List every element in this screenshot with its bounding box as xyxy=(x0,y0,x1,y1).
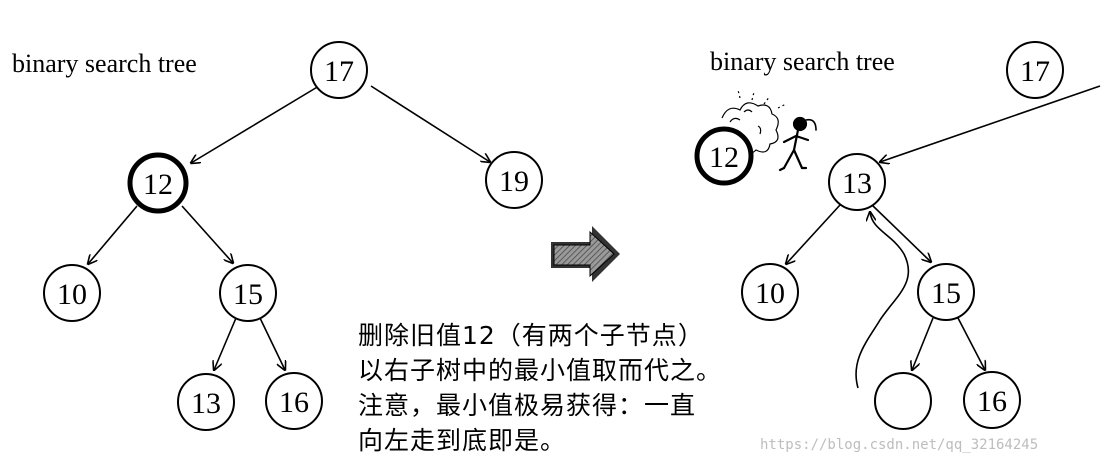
svg-text:19: 19 xyxy=(499,165,529,198)
svg-text:16: 16 xyxy=(977,385,1007,418)
svg-text:12: 12 xyxy=(709,141,739,174)
min-search-path xyxy=(856,212,908,388)
stick-figure-icon xyxy=(780,118,816,170)
edge-15-16 xyxy=(958,318,985,370)
caption-line: 向左走到底即是。 xyxy=(358,423,778,458)
edge-17-12 xyxy=(191,86,319,163)
left-node-15: 15 xyxy=(220,265,276,321)
edge-15-empty xyxy=(912,318,933,370)
right-node-10: 10 xyxy=(742,264,798,320)
caption-line: 注意，最小值极易获得：一直 xyxy=(358,388,778,423)
right-removed-node-12: 12 xyxy=(697,129,751,183)
svg-text:12: 12 xyxy=(143,168,173,201)
edge-13-10 xyxy=(786,205,840,264)
left-node-10: 10 xyxy=(44,265,100,321)
edge-15-16 xyxy=(260,318,285,370)
right-node-17: 17 xyxy=(1007,42,1063,98)
svg-text:10: 10 xyxy=(755,277,785,310)
left-node-16: 16 xyxy=(266,373,322,429)
left-node-17: 17 xyxy=(311,42,367,98)
caption-line: 删除旧值12（有两个子节点） xyxy=(358,318,778,353)
right-node-empty xyxy=(875,373,931,429)
edge-17-19 xyxy=(371,86,490,162)
arrow-right-icon xyxy=(551,226,620,282)
right-node-13: 13 xyxy=(829,154,885,210)
caption: 删除旧值12（有两个子节点） 以右子树中的最小值取而代之。 注意，最小值极易获得… xyxy=(358,318,778,458)
left-node-13: 13 xyxy=(178,374,234,430)
left-node-19: 19 xyxy=(486,152,542,208)
edge-17-13 xyxy=(880,86,1100,162)
svg-text:13: 13 xyxy=(191,387,221,420)
svg-text:17: 17 xyxy=(1020,55,1050,88)
svg-text:15: 15 xyxy=(233,278,263,311)
watermark: https://blog.csdn.net/qq_32164245 xyxy=(760,437,1038,453)
left-node-12-deleted: 12 xyxy=(130,155,186,211)
svg-text:16: 16 xyxy=(279,386,309,419)
svg-text:10: 10 xyxy=(57,278,87,311)
svg-text:15: 15 xyxy=(931,277,961,310)
edge-12-10 xyxy=(88,206,137,264)
svg-text:13: 13 xyxy=(842,167,872,200)
caption-line: 以右子树中的最小值取而代之。 xyxy=(358,353,778,388)
right-node-16: 16 xyxy=(964,372,1020,428)
edge-13-15 xyxy=(872,205,931,262)
edge-15-13 xyxy=(214,318,236,370)
edge-12-15 xyxy=(182,206,233,263)
svg-text:17: 17 xyxy=(324,55,354,88)
right-node-15: 15 xyxy=(918,264,974,320)
right-edges xyxy=(786,86,1100,370)
right-title: binary search tree xyxy=(710,47,895,76)
left-title: binary search tree xyxy=(12,49,197,78)
